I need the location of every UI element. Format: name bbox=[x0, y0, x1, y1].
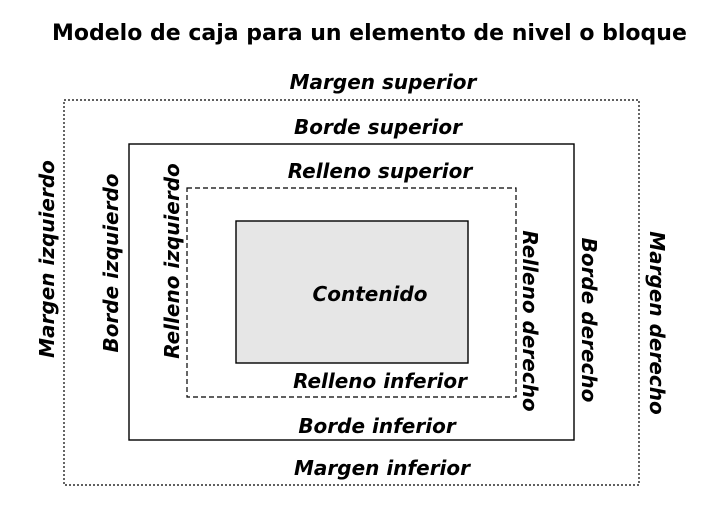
border-bottom-label: Borde inferior bbox=[298, 414, 457, 438]
margin-top-label: Margen superior bbox=[290, 70, 478, 94]
margin-bottom-label: Margen inferior bbox=[294, 456, 471, 480]
padding-box bbox=[186, 187, 517, 398]
margin-left-label: Margen izquierdo bbox=[35, 160, 59, 358]
content-box bbox=[235, 220, 469, 364]
border-right-label: Borde derecho bbox=[577, 238, 601, 403]
border-left-label: Borde izquierdo bbox=[99, 173, 123, 352]
border-box bbox=[128, 143, 575, 441]
content-label: Contenido bbox=[313, 282, 428, 306]
padding-top-label: Relleno superior bbox=[288, 159, 474, 183]
diagram-title: Modelo de caja para un elemento de nivel… bbox=[52, 21, 687, 46]
padding-right-label: Relleno derecho bbox=[518, 230, 542, 412]
margin-right-label: Margen derecho bbox=[645, 231, 669, 415]
padding-bottom-label: Relleno inferior bbox=[293, 369, 468, 393]
border-top-label: Borde superior bbox=[294, 115, 463, 139]
padding-left-label: Relleno izquierdo bbox=[160, 163, 184, 359]
